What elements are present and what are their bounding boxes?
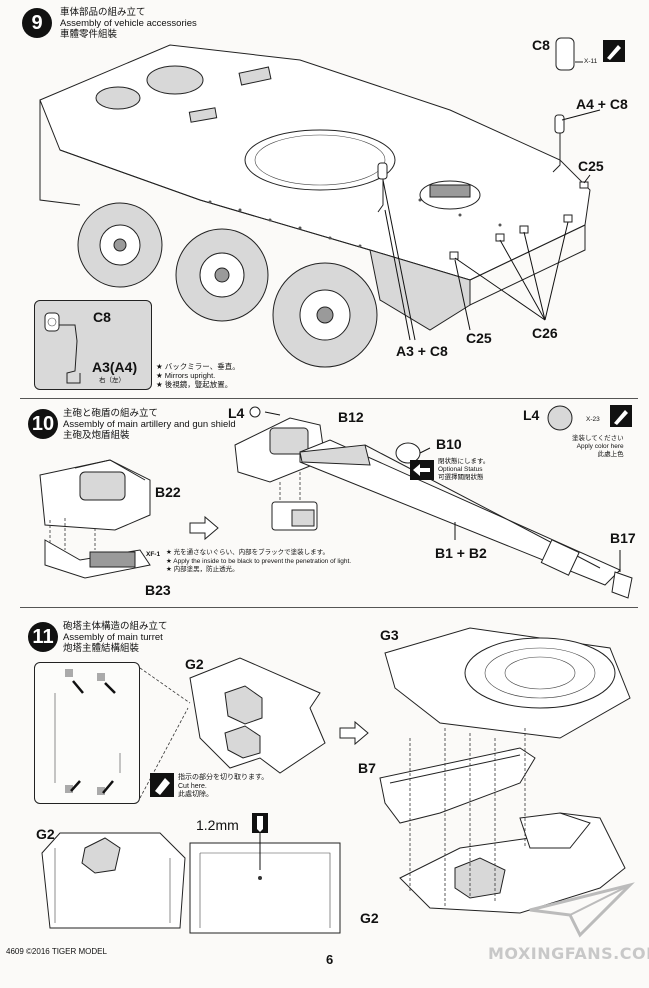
optional-note-ja: 閉状態にします。 xyxy=(438,458,490,465)
step-10-gun-drawing xyxy=(39,405,633,599)
divider-9-10 xyxy=(20,398,638,399)
step-10-title-en: Assembly of main artillery and gun shiel… xyxy=(63,419,236,430)
step-9-note-en: ★ Mirrors upright. xyxy=(156,371,216,380)
step-10-part-b1-b2: B1 + B2 xyxy=(435,545,487,561)
xf-note-ja: ★ 光を通さないぐらい、内部をブラックで塗装します。 xyxy=(166,549,329,556)
xf-note-en: ★ Apply the inside to be black to preven… xyxy=(166,557,352,565)
step-9-part-a4-c8: A4 + C8 xyxy=(576,96,628,112)
step-10-part-l4-right: L4 xyxy=(523,407,540,423)
step-9-number: 9 xyxy=(31,11,43,34)
step-9-paint-x11: X-11 xyxy=(584,58,598,65)
step-11-turret-drawing xyxy=(41,627,631,934)
step-10-xf-notes: ★ 光を通さないぐらい、内部をブラックで塗装します。 ★ Apply the i… xyxy=(166,549,351,575)
step-9-title-ja: 車体部品の組み立て xyxy=(60,7,146,18)
step-9-inset-a3a4: A3(A4) xyxy=(92,359,138,375)
step-9-title-en: Assembly of vehicle accessories xyxy=(60,18,197,29)
step-9-part-c8-top: C8 xyxy=(532,37,550,53)
step-10-number-badge: 10 xyxy=(28,409,58,439)
step-10-title-ja: 主砲と砲盾の組み立て xyxy=(63,408,159,419)
step-11-part-g2-left: G2 xyxy=(36,826,55,842)
step-10-title-zh: 主砲及炮盾組裝 xyxy=(63,430,130,441)
step-10-part-b17: B17 xyxy=(610,530,636,546)
step-9-part-c25-right: C25 xyxy=(578,158,604,174)
step-10-title: 主砲と砲盾の組み立て Assembly of main artillery an… xyxy=(63,408,236,441)
step-9-inset-c8: C8 xyxy=(93,309,111,325)
step-11-title: 砲塔主体構造の組み立て Assembly of main turret 炮塔主體… xyxy=(63,621,168,654)
paint-brush-icon xyxy=(603,40,625,62)
step-11-title-zh: 炮塔主體結構組裝 xyxy=(63,643,140,654)
step-11-title-en: Assembly of main turret xyxy=(63,632,163,643)
paint-brush-icon xyxy=(610,405,632,427)
step-11-part-g2-bottom: G2 xyxy=(360,910,379,926)
step-9-notes: ★ バックミラー、垂直。 ★ Mirrors upright. ★ 後視鏡，豎起… xyxy=(156,362,240,389)
step-11-part-g3: G3 xyxy=(380,627,399,643)
step-10-xf1-label: XF-1 xyxy=(146,551,161,558)
step-11-title-ja: 砲塔主体構造の組み立て xyxy=(63,621,168,632)
step-10-optional-note: 閉状態にします。 Optional Status 可選擇關閉狀態 xyxy=(438,458,489,482)
paint-note-en: Apply color here xyxy=(576,443,624,450)
optional-note-en: Optional Status xyxy=(438,466,483,473)
step-11-number: 11 xyxy=(32,625,54,648)
step-9-title-zh: 車體零件組裝 xyxy=(60,29,118,40)
step-9-part-c26: C26 xyxy=(532,325,558,341)
step-10-part-l4-left: L4 xyxy=(228,405,245,421)
step-10-part-b23: B23 xyxy=(145,582,171,598)
paint-note-zh: 此處上色 xyxy=(597,451,624,458)
footer-copyright: ©2016 xyxy=(26,947,50,956)
xf-note-zh: ★ 内部塗黑，防止透光。 xyxy=(166,566,239,573)
step-11-part-b7: B7 xyxy=(358,760,376,776)
step-9-part-c25-bottom: C25 xyxy=(466,330,492,346)
optional-note-zh: 可選擇關閉狀態 xyxy=(438,474,484,481)
step-10-part-b22: B22 xyxy=(155,484,181,500)
watermark-paper-plane-icon xyxy=(529,882,635,938)
step-9-note-zh: ★ 後視鏡，豎起放置。 xyxy=(156,380,233,389)
step-11-cut-notes: 指示の部分を切り取ります。 Cut here. 此處切除。 xyxy=(178,774,268,800)
step-11-number-badge: 11 xyxy=(28,622,58,652)
step-10-paint-x23: X-23 xyxy=(586,416,600,423)
cut-note-ja: 指示の部分を切り取ります。 xyxy=(178,774,269,781)
watermark-text: MOXINGFANS.COM xyxy=(488,944,649,963)
cut-detail-drawing xyxy=(54,669,121,795)
step-9-vehicle-drawing xyxy=(39,37,601,368)
cut-note-en: Cut here. xyxy=(178,782,207,790)
divider-10-11 xyxy=(20,607,638,608)
footer-brand: TIGER MODEL xyxy=(51,947,107,956)
step-10-paint-note: 塗装してください Apply color here 此處上色 xyxy=(572,435,624,459)
paint-note-ja: 塗装してください xyxy=(572,435,624,442)
step-9-number-badge: 9 xyxy=(22,8,52,38)
footer-code-number: 4609 xyxy=(6,947,24,956)
step-11-drill-size: 1.2mm xyxy=(196,817,239,833)
cut-note-zh: 此處切除。 xyxy=(178,791,213,798)
step-11-part-g2-top: G2 xyxy=(185,656,204,672)
footer-code: 4609 ©2016 TIGER MODEL xyxy=(6,948,107,956)
footer-page-number: 6 xyxy=(326,952,334,967)
step-9-note-ja: ★ バックミラー、垂直。 xyxy=(156,362,240,371)
step-9-inset-side: 右（左） xyxy=(99,377,125,384)
step-10-part-b10: B10 xyxy=(436,436,462,452)
step-9-part-a3-c8: A3 + C8 xyxy=(396,343,448,359)
step-9-inset: C8 A3(A4) 右（左） xyxy=(34,300,152,390)
step-10-part-b12: B12 xyxy=(338,409,364,425)
step-9-title: 車体部品の組み立て Assembly of vehicle accessorie… xyxy=(60,7,197,40)
mirror-detail-drawing xyxy=(44,312,81,384)
step-11-cut-inset xyxy=(34,662,140,804)
step-10-number: 10 xyxy=(31,412,55,435)
